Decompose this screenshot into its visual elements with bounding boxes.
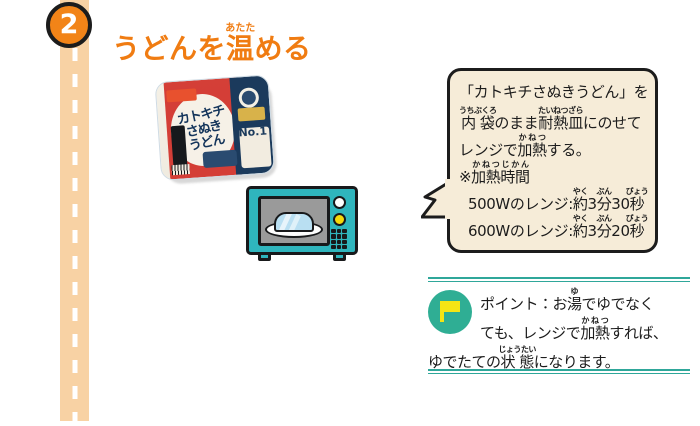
- instruction-line: 600Wのレンジ:約やく3分ぶん20秒びょう: [468, 214, 649, 241]
- speech-bubble-tail: [421, 179, 451, 219]
- microwave-foot-right: [333, 252, 346, 261]
- instruction-speech-bubble: 「カトキチさぬきうどん」を 内袋うちぶくろのまま耐熱皿たいねつざらにのせて レン…: [421, 68, 658, 253]
- package-body: No.1 カトキチさぬきうどん: [154, 74, 276, 182]
- package-barcode: [171, 164, 191, 176]
- point-line: ポイント：お湯ゆでゆでなく: [480, 287, 655, 314]
- instruction-line: レンジで加熱かねつする。: [459, 133, 591, 160]
- microwave-keypad: [331, 229, 347, 249]
- point-rule-top: [428, 277, 690, 282]
- title-segment: うどんを: [112, 31, 227, 65]
- point-line: ゆでたての状態じょうたいになります。: [428, 345, 620, 372]
- point-text: ポイント：お湯ゆでゆでなく ても、レンジで加熱かねつすれば、 ゆでたての状態じょ…: [428, 287, 690, 374]
- instruction-line: 内袋うちぶくろのまま耐熱皿たいねつざらにのせて: [459, 106, 642, 133]
- title-segment: める: [254, 31, 312, 65]
- package-gold-label: [237, 106, 266, 122]
- microwave-body: [246, 186, 358, 255]
- point-rule-bottom: [428, 369, 690, 374]
- point-section: ポイント：お湯ゆでゆでなく ても、レンジで加熱かねつすれば、 ゆでたての状態じょ…: [428, 277, 690, 374]
- page-title: うどんを温あたためる: [112, 23, 312, 67]
- microwave-knob-yellow: [333, 213, 346, 226]
- microwave-foot-left: [258, 252, 271, 261]
- package-no1-badge: No.1: [237, 124, 268, 140]
- microwave-window: [258, 196, 330, 246]
- guide-dashed-line: [72, 22, 77, 421]
- step-number-badge: 2: [46, 2, 92, 48]
- instruction-line: ※加熱時間かねつじかん: [459, 160, 530, 187]
- instruction-text: 「カトキチさぬきうどん」を 内袋うちぶくろのまま耐熱皿たいねつざらにのせて レン…: [459, 79, 649, 241]
- microwave-illustration: [246, 186, 358, 264]
- flag-icon: [428, 290, 472, 334]
- step-number-label: 2: [59, 8, 79, 40]
- microwave-knob-white: [333, 196, 346, 209]
- instruction-line: 「カトキチさぬきうどん」を: [459, 83, 649, 101]
- step-guide-band: [60, 0, 89, 421]
- title-segment-ruby: 温あたた: [225, 22, 256, 65]
- microwave-food-package: [274, 212, 314, 232]
- package-bottom-ribbon: [202, 149, 238, 169]
- ruby-text: あたた: [225, 22, 256, 34]
- point-line: ても、レンジで加熱かねつすれば、: [480, 316, 668, 343]
- instruction-line: 500Wのレンジ:約やく3分ぶん30秒びょう: [468, 187, 649, 214]
- udon-package-illustration: No.1 カトキチさぬきうどん: [154, 74, 280, 186]
